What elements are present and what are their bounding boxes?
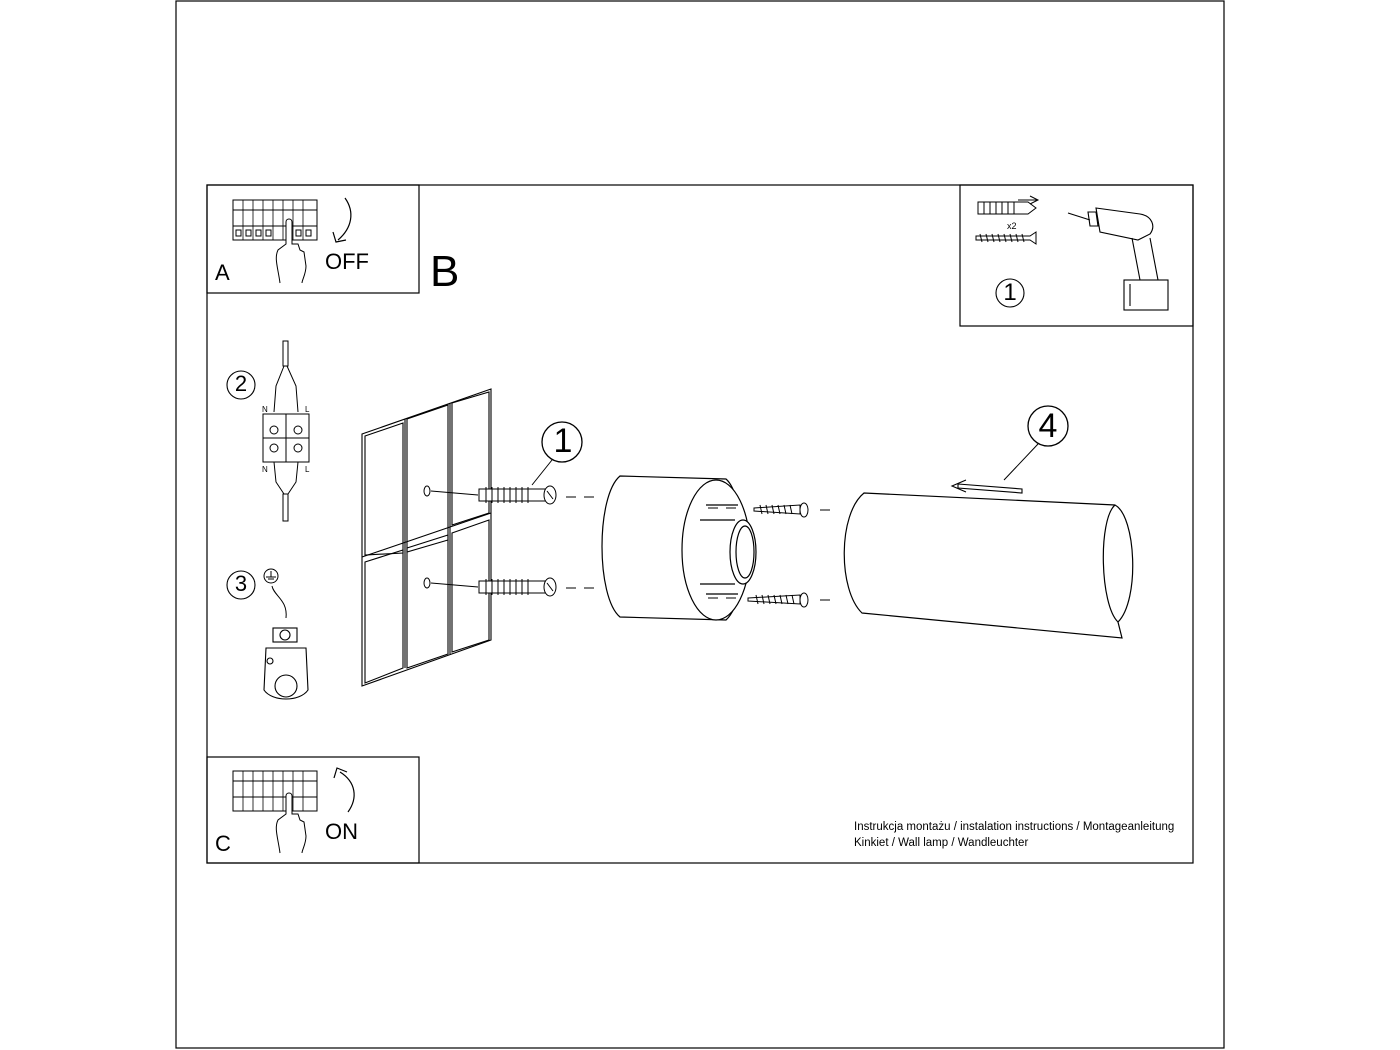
step-4-number: 4 xyxy=(1038,407,1058,445)
slide-arrow-icon xyxy=(950,479,1023,494)
terminal-l-bottom: L xyxy=(305,465,310,474)
terminal-block-icon xyxy=(262,340,310,522)
mounting-base xyxy=(601,475,757,621)
wall-plug-upper xyxy=(478,485,557,505)
terminal-n-bottom: N xyxy=(262,465,268,474)
terminal-l-top: L xyxy=(305,405,310,414)
off-label: OFF xyxy=(325,249,369,274)
breaker-board-icon xyxy=(232,199,318,241)
step-4-circle xyxy=(1027,405,1069,447)
step-1-tools-number: 1 xyxy=(1003,279,1017,306)
breaker-board-icon-c xyxy=(232,770,318,812)
drill-icon xyxy=(1067,207,1169,311)
footer-product-line: Kinkiet / Wall lamp / Wandleuchter xyxy=(854,837,1029,849)
arrow-up-icon xyxy=(333,767,355,813)
hand-icon xyxy=(275,218,307,284)
tools-panel-box xyxy=(959,184,1194,327)
page-frame xyxy=(175,0,1225,1049)
ground-symbol-icon xyxy=(263,568,279,584)
hand-icon-c xyxy=(275,792,307,854)
quantity-label: x2 xyxy=(1007,221,1017,231)
panel-b-label: B xyxy=(430,247,460,296)
diagram-frame xyxy=(206,184,1194,864)
screw-lower xyxy=(708,592,838,608)
step-2-circle xyxy=(226,370,256,400)
wall-plug-lower xyxy=(478,577,557,597)
leader-line-1 xyxy=(531,459,553,486)
arrow-down-icon xyxy=(332,197,352,243)
step-1-tools-circle xyxy=(995,278,1025,308)
wall-plug-icon xyxy=(977,195,1040,215)
footer-title-line: Instrukcja montażu / instalation instruc… xyxy=(854,821,1175,833)
step-3-circle xyxy=(226,570,256,600)
panel-a-box xyxy=(206,184,420,294)
screw-icon xyxy=(975,231,1037,245)
step-2-number: 2 xyxy=(234,371,248,396)
leader-line-4 xyxy=(1003,443,1039,481)
on-label: ON xyxy=(325,819,358,844)
drill-holes xyxy=(423,485,431,589)
step-3-number: 3 xyxy=(234,571,248,596)
guide-lines-wall xyxy=(430,490,598,589)
screw-upper xyxy=(708,502,838,518)
ground-terminal-icon xyxy=(263,627,309,700)
panel-a-label: A xyxy=(215,260,230,285)
panel-c-label: C xyxy=(215,831,231,856)
wall-tiles xyxy=(361,388,492,687)
step-1-main-number: 1 xyxy=(553,422,573,460)
step-1-main-circle xyxy=(541,421,583,463)
terminal-n-top: N xyxy=(262,405,268,414)
lamp-shade xyxy=(843,492,1134,639)
panel-c-box xyxy=(206,756,420,864)
ground-wire xyxy=(271,585,287,619)
